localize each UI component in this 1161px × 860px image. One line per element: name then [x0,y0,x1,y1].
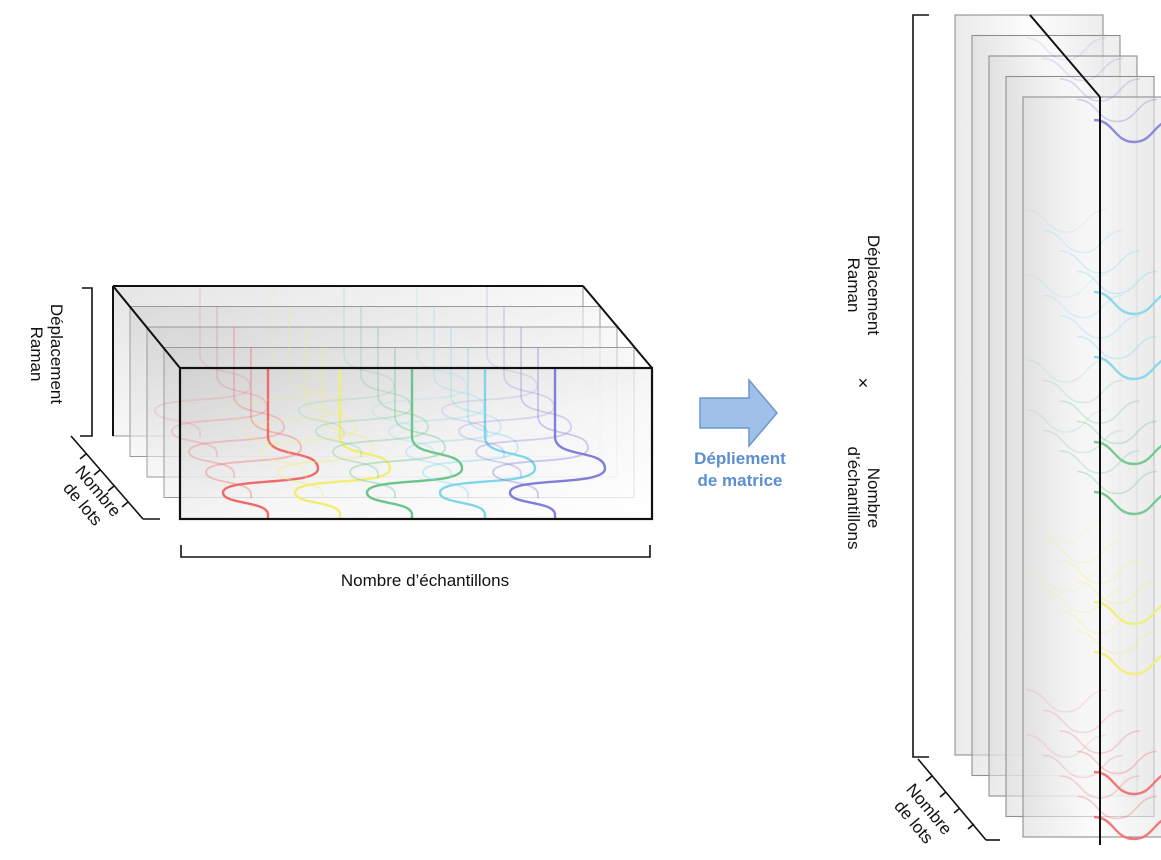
right-label-raman-shift: Déplacement Raman [843,230,883,340]
right-spectrum-band-2 [1042,294,1124,319]
left-spectrum-3 [438,368,537,519]
left-y-axis-label-line2: Raman [27,326,46,382]
left-spectrum-2 [349,347,446,499]
left-depth-bracket [70,435,160,520]
left-spectrum-1 [226,286,323,437]
right-depth-bracket [917,758,1000,841]
left-spectrum-4 [492,347,589,499]
left-x-bracket [180,545,651,558]
left-spectrum-3 [405,327,502,478]
left-spectrum-3 [388,306,485,458]
times-symbol: × [857,373,869,393]
right-label-raman-line1: Déplacement [864,234,883,336]
left-spectrum-0 [188,327,285,478]
left-slices [112,285,652,519]
right-slices [954,14,1161,838]
left-spectrum-0 [221,368,320,519]
left-spectrum-4 [458,306,555,458]
right-spectrum-band-0 [1076,98,1158,123]
left-spectrum-4 [441,286,538,437]
right-spectrum-band-7 [1076,750,1158,775]
left-spectrum-2 [315,306,412,458]
right-vertical-bracket [912,14,929,758]
arrow-label-line1: Dépliement [694,449,786,468]
left-cube-edges [112,285,654,521]
right-label-samples-line1: Nombre [864,467,883,529]
left-spectrum-4 [508,368,607,519]
unfolding-arrow [699,377,778,449]
right-spectrum-band-3 [1042,379,1124,404]
right-spectrum-band-3 [1025,359,1107,383]
right-spectrum-band-4 [1076,470,1158,495]
right-spectrum-band-4 [1042,429,1124,454]
left-spectrum-4 [475,327,572,478]
right-spectrum-band-2 [1025,274,1107,298]
right-spectrum-band-4 [1025,409,1107,433]
left-spectrum-0 [154,286,251,437]
left-spectrum-2 [365,368,464,519]
right-spectrum-band-5 [1025,519,1107,543]
right-spectrum-band-2 [1076,335,1158,360]
right-label-samples-line2: d’échantillons [844,446,863,550]
left-spectrum-1 [260,327,357,478]
left-spectrum-0 [205,347,302,499]
left-x-axis-label: Nombre d’échantillons [340,571,510,590]
left-spectrum-3 [371,286,468,437]
left-spectrum-1 [277,347,374,499]
left-spectrum-0 [171,306,268,458]
right-slice [1022,96,1161,838]
arrow-label: Dépliement de matrice [665,448,815,492]
right-spectrum-band-0 [1042,57,1124,82]
right-label-raman-line2: Raman [844,257,863,313]
right-spectrum-band-6 [1076,630,1158,655]
right-stack [954,14,1161,845]
right-spectrum-band-7 [1042,709,1124,734]
left-spectrum-1 [243,306,340,458]
left-spectrum-2 [332,327,429,478]
left-y-axis-label-line1: Déplacement [47,303,66,405]
right-spectrum-band-7 [1025,689,1107,713]
arrow-label-line2: de matrice [697,471,783,490]
right-spectra [1025,37,1161,841]
right-spectrum-band-0 [1025,37,1107,61]
right-spectrum-band-3 [1076,420,1158,445]
left-spectrum-3 [422,347,519,499]
right-spectrum-band-8 [1076,795,1158,820]
right-spectrum-band-5 [1042,539,1124,564]
right-spectrum-band-8 [1042,754,1124,779]
right-spectrum-band-6 [1025,569,1107,593]
right-spectrum-band-6 [1042,589,1124,614]
left-spectrum-1 [293,368,392,519]
right-spectrum-band-1 [1076,270,1158,295]
left-y-axis-label: Déplacement Raman [26,299,66,409]
left-y-bracket [80,287,93,437]
left-spectra [154,286,607,519]
right-label-samples: Nombre d’échantillons [843,433,883,563]
right-spectrum-band-5 [1076,580,1158,605]
right-spectrum-band-8 [1025,734,1107,758]
left-spectrum-2 [298,286,395,437]
right-stack-diagonal [1029,14,1101,845]
left-front-face [180,368,652,519]
right-spectrum-band-1 [1025,209,1107,233]
right-spectrum-band-1 [1042,229,1124,254]
left-cube [112,285,654,521]
